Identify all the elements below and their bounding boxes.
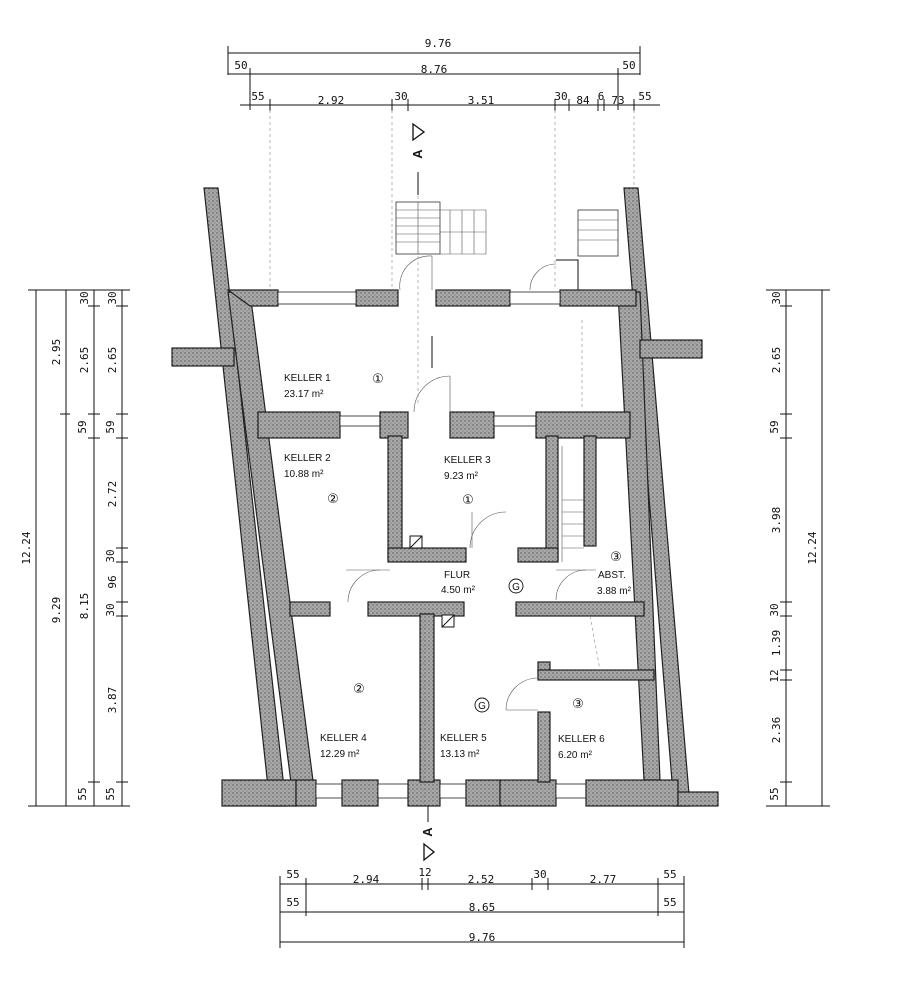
dim-top-d: 3.51 (468, 94, 495, 107)
room-keller6-area: 6.20 m² (558, 750, 593, 761)
dim-bottom-d: 2.52 (468, 873, 495, 886)
room-keller2-area: 10.88 m² (284, 469, 324, 480)
dimension-left: 12.24 2.95 9.29 30 2.65 59 8.15 55 30 2.… (20, 289, 130, 807)
interior-walls (257, 411, 655, 783)
dim-left-d5: 30 (104, 549, 117, 562)
dim-left-c3: 59 (76, 420, 89, 433)
exterior-stairs (395, 201, 619, 291)
doors (346, 196, 601, 806)
dim-right-a3: 59 (768, 420, 781, 433)
room-keller6-marker: ③ (572, 697, 584, 712)
dim-top-g: 6 (598, 90, 605, 103)
dim-right-a6: 1.39 (770, 630, 783, 657)
room-keller1-marker: ① (372, 372, 384, 387)
dim-left-d2: 2.65 (106, 347, 119, 374)
room-flur[interactable]: FLUR 4.50 m² G (441, 570, 524, 596)
room-keller4-marker: ② (353, 682, 365, 697)
dim-bottom-g: 55 (663, 868, 676, 881)
room-keller4-area: 12.29 m² (320, 749, 360, 760)
dim-left-total: 12.24 (20, 531, 33, 564)
dim-bottom-a: 55 (286, 868, 299, 881)
dim-bottom-e: 30 (533, 868, 546, 881)
dim-left-d7: 30 (104, 603, 117, 616)
dim-top-b: 2.92 (318, 94, 345, 107)
dim-left-d8: 3.87 (106, 687, 119, 714)
dim-top-h: 73 (611, 94, 624, 107)
dim-right-a2: 2.65 (770, 347, 783, 374)
dim-left-d4: 2.72 (106, 481, 119, 508)
dim-left-c5: 55 (76, 787, 89, 800)
dim-right-a4: 3.98 (770, 507, 783, 534)
dim-top-c: 30 (394, 90, 407, 103)
room-abst-area: 3.88 m² (597, 586, 632, 597)
dim-right-a5: 30 (768, 603, 781, 616)
room-keller3-name: KELLER 3 (444, 455, 491, 466)
section-marker-top: A (410, 122, 426, 195)
room-keller6[interactable]: ③ KELLER 6 6.20 m² (558, 697, 605, 761)
room-keller4[interactable]: ② KELLER 4 12.29 m² (320, 682, 367, 760)
dim-left-d3: 59 (104, 420, 117, 433)
dim-top-i: 55 (638, 90, 651, 103)
room-abst-marker: ③ (610, 550, 622, 565)
room-keller5-marker: G (478, 701, 486, 712)
section-label-bottom: A (420, 827, 435, 837)
dimension-bottom: 55 2.94 12 2.52 30 2.77 55 55 8.65 55 9.… (279, 866, 685, 948)
dim-right-a1: 30 (770, 291, 783, 304)
dim-left-b1: 2.95 (50, 339, 63, 366)
exterior-walls (171, 187, 719, 807)
room-keller5[interactable]: G KELLER 5 13.13 m² (440, 697, 490, 760)
dim-left-d9: 55 (104, 787, 117, 800)
room-keller6-name: KELLER 6 (558, 734, 605, 745)
room-keller3-area: 9.23 m² (444, 471, 479, 482)
dim-top-f: 84 (576, 94, 590, 107)
dim-left-c2: 2.65 (78, 347, 91, 374)
dim-right-total: 12.24 (806, 531, 819, 564)
dim-left-d6: 96 (106, 575, 119, 588)
room-keller1[interactable]: KELLER 1 23.17 m² ① (284, 372, 384, 400)
dim-top-inner: 8.76 (421, 63, 448, 76)
room-flur-area: 4.50 m² (441, 585, 476, 596)
dim-top-a: 55 (251, 90, 264, 103)
dimension-top: 9.76 50 8.76 50 55 2.92 30 3.51 30 84 6 … (227, 37, 660, 290)
dim-right-a9: 55 (768, 787, 781, 800)
room-keller3[interactable]: KELLER 3 9.23 m² ① (444, 455, 491, 508)
dim-bottom-j: 55 (663, 896, 676, 909)
dim-top-e: 30 (554, 90, 567, 103)
section-marker-bottom: A (420, 806, 436, 862)
room-keller5-area: 13.13 m² (440, 749, 480, 760)
dim-left-c1: 30 (78, 291, 91, 304)
section-label-top: A (410, 149, 425, 159)
room-flur-name: FLUR (444, 570, 470, 581)
dim-bottom-h: 55 (286, 896, 299, 909)
room-keller5-name: KELLER 5 (440, 733, 487, 744)
room-abst[interactable]: ③ ABST. 3.88 m² (597, 550, 632, 597)
dim-bottom-total: 9.76 (469, 931, 496, 944)
dim-bottom-i: 8.65 (469, 901, 496, 914)
room-keller2-name: KELLER 2 (284, 453, 331, 464)
dim-bottom-b: 2.94 (353, 873, 380, 886)
dim-top-l50: 50 (234, 59, 247, 72)
dim-top-r50: 50 (622, 59, 635, 72)
room-flur-marker: G (512, 582, 520, 593)
dim-bottom-c: 12 (418, 866, 431, 879)
dim-top-total: 9.76 (425, 37, 452, 50)
room-keller2-marker: ② (327, 492, 339, 507)
dim-left-d1: 30 (106, 291, 119, 304)
room-keller3-marker: ① (462, 493, 474, 508)
room-keller4-name: KELLER 4 (320, 733, 367, 744)
room-keller1-name: KELLER 1 (284, 373, 331, 384)
room-abst-name: ABST. (598, 570, 626, 581)
dim-right-a7: 12 (768, 669, 781, 682)
dim-right-a8: 2.36 (770, 717, 783, 744)
room-keller1-area: 23.17 m² (284, 389, 324, 400)
dim-bottom-f: 2.77 (590, 873, 617, 886)
room-keller2[interactable]: KELLER 2 10.88 m² ② (284, 453, 339, 507)
dimension-right: 30 2.65 59 3.98 30 1.39 12 2.36 55 12.24 (766, 289, 830, 807)
dim-left-c4: 8.15 (78, 593, 91, 620)
dim-left-b2: 9.29 (50, 597, 63, 624)
